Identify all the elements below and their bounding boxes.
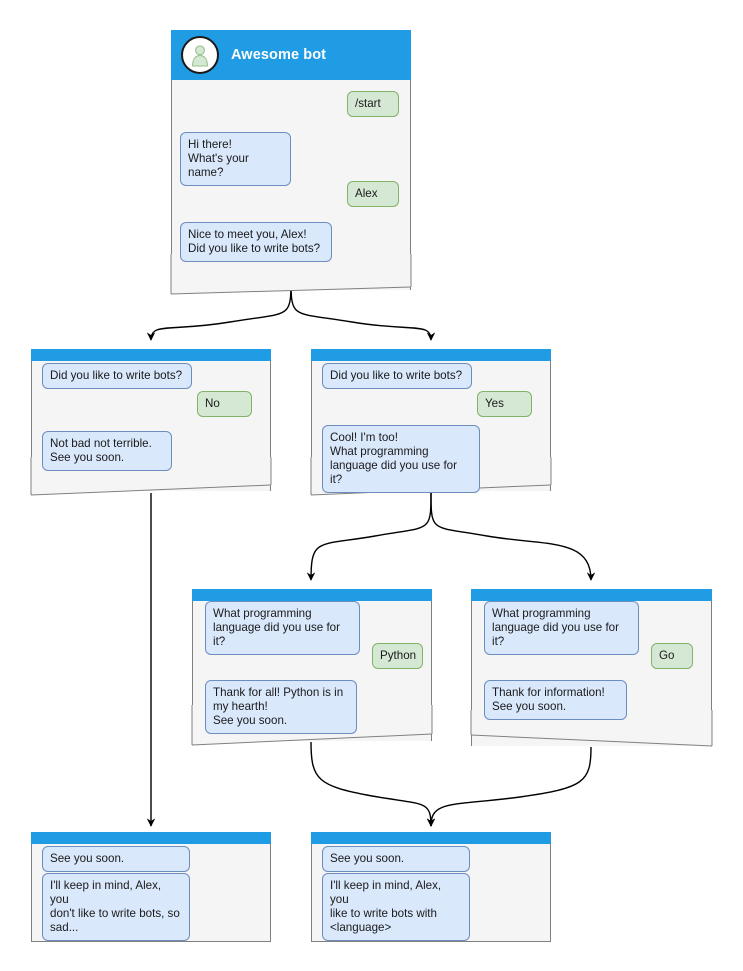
- message-bubble-bot[interactable]: Cool! I'm too! What programming language…: [322, 425, 480, 493]
- edge-go-to-end-happy: [426, 746, 592, 827]
- message-bubble-bot[interactable]: Thank for information! See you soon.: [484, 680, 627, 720]
- chat-node-go-branch[interactable]: What programming language did you use fo…: [471, 589, 712, 746]
- message-bubble-bot[interactable]: Nice to meet you, Alex! Did you like to …: [180, 222, 332, 262]
- node-header-bar: [31, 832, 271, 844]
- message-bubble-bot[interactable]: Hi there! What's your name?: [180, 132, 291, 186]
- chat-node-root[interactable]: Awesome bot /start Hi there! What's your…: [171, 30, 411, 290]
- message-bubble-bot[interactable]: I'll keep in mind, Alex, you like to wri…: [322, 873, 470, 941]
- edge-python-to-end-happy: [310, 741, 436, 827]
- edge-yes-to-python: [306, 490, 432, 581]
- message-bubble-bot[interactable]: See you soon.: [42, 846, 190, 872]
- chat-node-end-sad[interactable]: See you soon. I'll keep in mind, Alex, y…: [31, 832, 271, 942]
- message-bubble-bot[interactable]: What programming language did you use fo…: [484, 601, 639, 655]
- message-bubble-bot[interactable]: See you soon.: [322, 846, 470, 872]
- message-bubble-bot[interactable]: Thank for all! Python is in my hearth! S…: [205, 680, 357, 734]
- message-bubble-user[interactable]: No: [197, 391, 252, 417]
- chat-node-yes-branch[interactable]: Did you like to write bots? Yes Cool! I'…: [311, 349, 551, 491]
- message-bubble-user[interactable]: /start: [347, 91, 399, 117]
- edge-yes-to-go: [430, 490, 596, 581]
- node-header-bar: [31, 349, 271, 361]
- message-bubble-bot[interactable]: Did you like to write bots?: [322, 363, 472, 389]
- message-bubble-bot[interactable]: Did you like to write bots?: [42, 363, 192, 389]
- node-header-root: Awesome bot: [171, 30, 411, 80]
- node-header-bar: [192, 589, 432, 601]
- message-bubble-user[interactable]: Go: [651, 643, 693, 669]
- message-bubble-user[interactable]: Alex: [347, 181, 399, 207]
- chat-node-python-branch[interactable]: What programming language did you use fo…: [192, 589, 432, 741]
- message-bubble-user[interactable]: Yes: [477, 391, 532, 417]
- chat-node-no-branch[interactable]: Did you like to write bots? No Not bad n…: [31, 349, 271, 491]
- node-header-bar: [311, 349, 551, 361]
- message-bubble-bot[interactable]: What programming language did you use fo…: [205, 601, 360, 655]
- message-bubble-bot[interactable]: Not bad not terrible. See you soon.: [42, 431, 172, 471]
- bot-title: Awesome bot: [231, 47, 327, 63]
- node-header-bar: [471, 589, 712, 601]
- person-avatar-icon: [181, 36, 219, 74]
- node-header-bar: [311, 832, 551, 844]
- message-bubble-user[interactable]: Python: [372, 643, 423, 669]
- message-bubble-bot[interactable]: I'll keep in mind, Alex, you don't like …: [42, 873, 190, 941]
- chat-node-end-happy[interactable]: See you soon. I'll keep in mind, Alex, y…: [311, 832, 551, 942]
